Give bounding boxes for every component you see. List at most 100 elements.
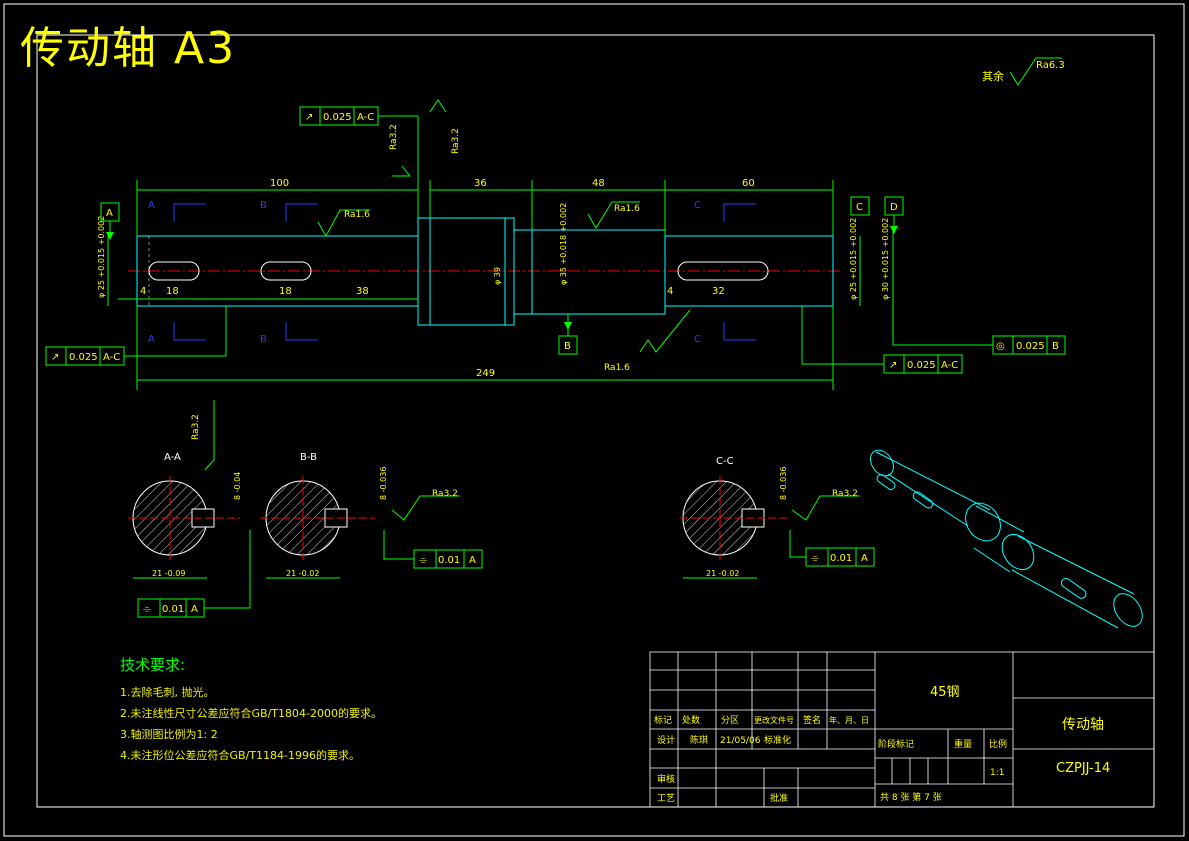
dim-100: 100 — [270, 178, 289, 189]
tb-sheets: 共 8 张 第 7 张 — [880, 791, 942, 803]
svg-text:D: D — [890, 202, 898, 213]
dim-4b: 4 — [667, 286, 673, 297]
svg-text:⌯: ⌯ — [143, 604, 151, 615]
section-markers: A B C A B C — [148, 200, 756, 345]
datum-a: A — [100, 202, 120, 240]
dim-48: 48 — [592, 178, 605, 189]
svg-text:C-C: C-C — [716, 456, 734, 467]
dimensions-top — [118, 180, 834, 390]
svg-text:A: A — [861, 553, 868, 564]
svg-text:C: C — [694, 334, 701, 345]
svg-text:0.025: 0.025 — [907, 360, 936, 371]
svg-text:↗: ↗ — [889, 360, 897, 371]
other-label: 其余 — [982, 69, 1004, 83]
tb-material: 45钢 — [930, 685, 960, 700]
datum-c: C — [850, 196, 870, 216]
tb-stage: 阶段标记 — [878, 738, 914, 750]
diameter-dims: φ 25 +0.015 +0.002 φ 39 φ 35 +0.018 +0.0… — [97, 203, 894, 314]
keyway-2 — [260, 261, 312, 281]
svg-text:A: A — [106, 208, 113, 219]
tol-frame-right: ↗ 0.025 A-C — [801, 306, 963, 374]
svg-text:A: A — [469, 555, 476, 566]
tb-drawing-no: CZPJJ-14 — [1056, 761, 1110, 776]
svg-text:0.025: 0.025 — [69, 352, 98, 363]
dim-4a: 4 — [140, 286, 146, 297]
tb-standardize: 标准化 — [764, 734, 791, 746]
svg-text:Ra3.2: Ra3.2 — [451, 128, 461, 154]
tol-frame-sec-c: ⌯ 0.01 A — [789, 530, 875, 567]
tech-req-item: 3.轴测图比例为1: 2 — [120, 728, 218, 741]
other-ra: Ra6.3 — [1036, 60, 1065, 71]
svg-text:Ra1.6: Ra1.6 — [604, 363, 630, 373]
dia-25-left: φ 25 +0.015 +0.002 — [97, 216, 106, 298]
svg-text:B: B — [564, 341, 571, 352]
tb-scale-label: 比例 — [989, 738, 1007, 750]
technical-requirements: 技术要求: 1.去除毛刺, 抛光。 2.未注线性尺寸公差应符合GB/T1804-… — [120, 655, 382, 766]
svg-text:Ra1.6: Ra1.6 — [614, 204, 640, 214]
svg-text:B: B — [1052, 341, 1059, 352]
section-bb: B-B 21 -0.02 8 -0.036 Ra3.2 — [260, 452, 460, 579]
keyway-1 — [148, 261, 200, 281]
svg-text:A: A — [191, 604, 198, 615]
dia-39: φ 39 — [493, 267, 502, 285]
svg-text:B: B — [260, 200, 267, 211]
svg-text:↗: ↗ — [51, 352, 59, 363]
svg-text:A: A — [148, 200, 155, 211]
tb-h-0: 标记 — [654, 714, 672, 726]
keyway-3 — [677, 261, 769, 281]
tech-req-item: 1.去除毛刺, 抛光。 — [120, 686, 215, 699]
surface-finish-other: 其余 Ra6.3 — [982, 57, 1065, 86]
dia-30: φ 30 +0.015 +0.002 — [881, 218, 890, 300]
tb-designer: 陈琪 — [690, 734, 708, 746]
svg-text:21 -0.02: 21 -0.02 — [286, 569, 319, 578]
svg-text:0.025: 0.025 — [1016, 341, 1045, 352]
tol-frame-left: ↗ 0.025 A-C — [45, 306, 227, 366]
inner-border — [36, 34, 1155, 808]
title-block-text: 标记 处数 分区 更改文件号 签名 年、月、日 设计 陈琪 21/05/06 标… — [654, 685, 1110, 804]
dim-18a: 18 — [166, 286, 179, 297]
tb-process: 工艺 — [657, 793, 675, 804]
tb-weight: 重量 — [954, 738, 972, 750]
dia-35: φ 35 +0.018 +0.002 — [559, 203, 568, 285]
title-block — [649, 651, 1155, 808]
svg-text:8 -0.04: 8 -0.04 — [233, 472, 242, 500]
tol-frame-concentric: ◎ 0.025 B — [892, 314, 1066, 355]
tol-frame-sec-b: ⌯ 0.01 A — [383, 530, 483, 569]
tol-frame-top: ↗ 0.025 A-C — [299, 106, 419, 218]
dim-38: 38 — [356, 286, 369, 297]
svg-text:Ra3.2: Ra3.2 — [432, 489, 458, 499]
tb-approve: 批准 — [770, 792, 788, 804]
dim-32: 32 — [712, 286, 725, 297]
svg-text:◎: ◎ — [996, 341, 1005, 352]
svg-text:⌯: ⌯ — [419, 555, 427, 566]
tb-h-2: 分区 — [721, 715, 739, 726]
svg-text:0.01: 0.01 — [830, 553, 852, 564]
tol-frame-sec-a: ⌯ 0.01 A — [137, 530, 251, 618]
section-aa: A-A 21 -0.09 8 -0.04 Ra3.2 — [128, 400, 242, 579]
dim-36: 36 — [474, 178, 487, 189]
roughness-main: Ra3.2 Ra3.2 Ra1.6 Ra1.6 Ra1.6 — [317, 99, 691, 373]
svg-text:Ra1.6: Ra1.6 — [344, 210, 370, 220]
datum-d: D — [884, 196, 904, 234]
tb-design: 设计 — [657, 734, 675, 746]
svg-text:⌯: ⌯ — [811, 553, 819, 564]
svg-text:21 -0.09: 21 -0.09 — [152, 569, 185, 578]
tb-h-5: 年、月、日 — [829, 715, 869, 725]
svg-text:8 -0.036: 8 -0.036 — [779, 467, 788, 500]
svg-text:0.025: 0.025 — [323, 112, 352, 123]
svg-text:↗: ↗ — [305, 112, 313, 123]
svg-text:Ra3.2: Ra3.2 — [832, 489, 858, 499]
section-cc: C-C 21 -0.02 8 -0.036 Ra3.2 — [680, 456, 860, 579]
drawing-title: 传动轴 A3 — [20, 23, 237, 74]
tech-req-item: 4.未注形位公差应符合GB/T1184-1996的要求。 — [120, 749, 360, 762]
shaft-main-view — [128, 217, 843, 326]
tb-part-name: 传动轴 — [1062, 717, 1104, 733]
svg-text:Ra3.2: Ra3.2 — [389, 124, 399, 150]
tb-h-3: 更改文件号 — [754, 715, 794, 725]
tb-h-4: 签名 — [803, 714, 821, 726]
svg-text:Ra3.2: Ra3.2 — [191, 414, 201, 440]
svg-text:A-C: A-C — [357, 112, 374, 123]
dim-60: 60 — [742, 178, 755, 189]
tech-req-item: 2.未注线性尺寸公差应符合GB/T1804-2000的要求。 — [120, 707, 382, 720]
